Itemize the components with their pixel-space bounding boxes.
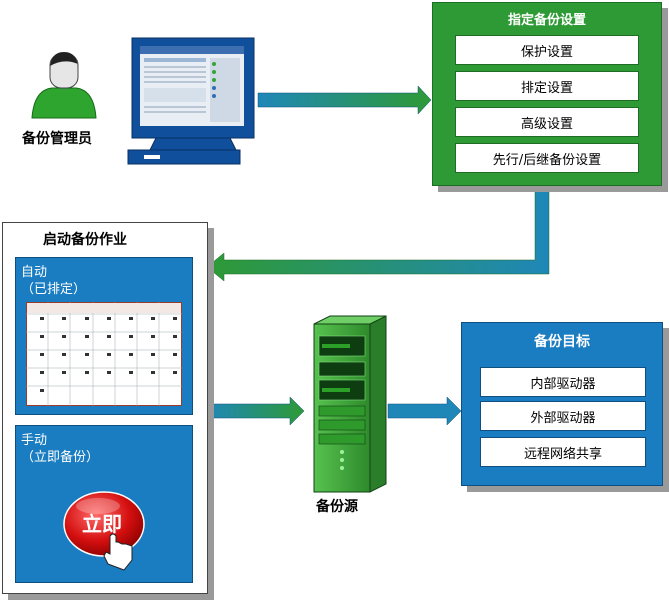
settings-panel: 指定备份设置 保护设置 排定设置 高级设置 先行/后继备份设置 — [432, 2, 662, 186]
settings-item-advanced[interactable]: 高级设置 — [455, 107, 639, 137]
auto-label: 自动 — [21, 265, 48, 280]
source-label: 备份源 — [316, 499, 358, 515]
calendar-icon — [26, 302, 182, 406]
target-item-internal[interactable]: 内部驱动器 — [480, 367, 646, 397]
manual-sublabel: （立即备份） — [21, 450, 100, 465]
auto-sublabel: （已排定） — [21, 282, 87, 297]
manual-now-panel[interactable]: 手动 （立即备份） 立即 — [15, 425, 193, 583]
settings-item-protection[interactable]: 保护设置 — [455, 35, 639, 65]
target-panel: 备份目标 内部驱动器 外部驱动器 远程网络共享 — [461, 322, 663, 486]
arrow-admin-to-settings — [257, 85, 432, 115]
arrow-job-to-source — [206, 396, 305, 426]
arrow-source-to-target — [387, 396, 462, 426]
backup-now-label: 立即 — [82, 512, 122, 536]
target-item-remote-share[interactable]: 远程网络共享 — [480, 437, 646, 467]
backup-job-title: 启动备份作业 — [43, 232, 127, 248]
backup-job-panel: 启动备份作业 自动 （已排定） — [2, 222, 208, 594]
target-item-external[interactable]: 外部驱动器 — [480, 401, 646, 431]
settings-item-pre-post[interactable]: 先行/后继备份设置 — [455, 143, 639, 173]
admin-label: 备份管理员 — [22, 131, 92, 147]
target-title: 备份目标 — [534, 334, 590, 350]
hand-pointer-icon — [103, 533, 133, 571]
computer-icon — [127, 37, 255, 165]
admin-user-icon — [31, 52, 97, 119]
settings-item-schedule[interactable]: 排定设置 — [455, 71, 639, 101]
server-icon — [313, 315, 387, 493]
settings-title: 指定备份设置 — [507, 13, 586, 28]
manual-label: 手动 — [21, 433, 48, 448]
backup-now-button[interactable] — [60, 484, 150, 574]
auto-scheduled-panel[interactable]: 自动 （已排定） — [15, 257, 193, 415]
arrow-settings-to-job — [206, 189, 550, 282]
